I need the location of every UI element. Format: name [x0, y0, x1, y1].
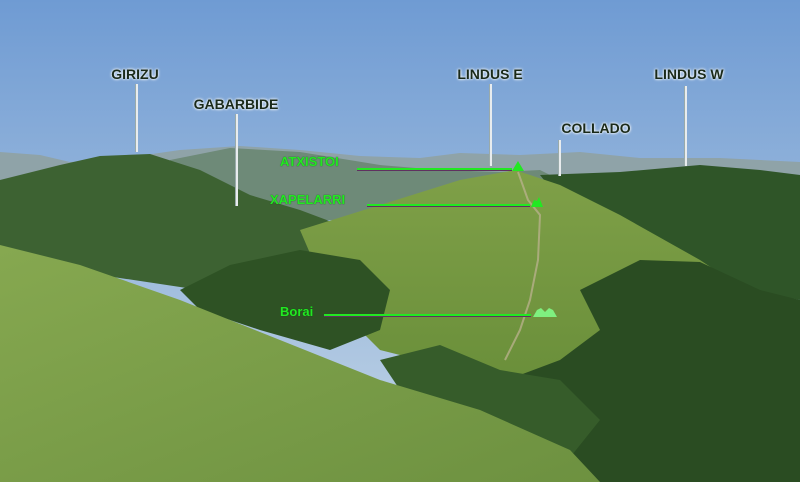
waypoint-line-atxistoi — [357, 168, 512, 170]
peak-label-girizu: GIRIZU — [111, 66, 159, 82]
summit-peak-icon — [531, 197, 543, 207]
pole-lindus-e — [489, 84, 492, 166]
peak-label-gabarbide: GABARBIDE — [193, 96, 279, 112]
pole-girizu — [135, 84, 138, 152]
pole-lindus-w — [684, 86, 687, 166]
waypoint-label-xapelarri: XAPELARRI — [270, 192, 346, 207]
pole-gabarbide — [235, 114, 238, 206]
summit-triangle-icon — [512, 161, 524, 171]
waypoint-label-atxistoi: ATXISTOI — [280, 154, 339, 169]
peak-label-lindus-e: LINDUS E — [457, 66, 523, 82]
peak-label-collado: COLLADO — [561, 120, 631, 136]
waypoint-line-borai — [324, 314, 531, 316]
waypoint-label-borai: Borai — [280, 304, 314, 319]
peak-label-lindus-w: LINDUS W — [654, 66, 724, 82]
col-saddle-icon — [533, 308, 557, 317]
waypoint-line-xapelarri — [367, 204, 530, 206]
pole-collado — [558, 140, 561, 176]
